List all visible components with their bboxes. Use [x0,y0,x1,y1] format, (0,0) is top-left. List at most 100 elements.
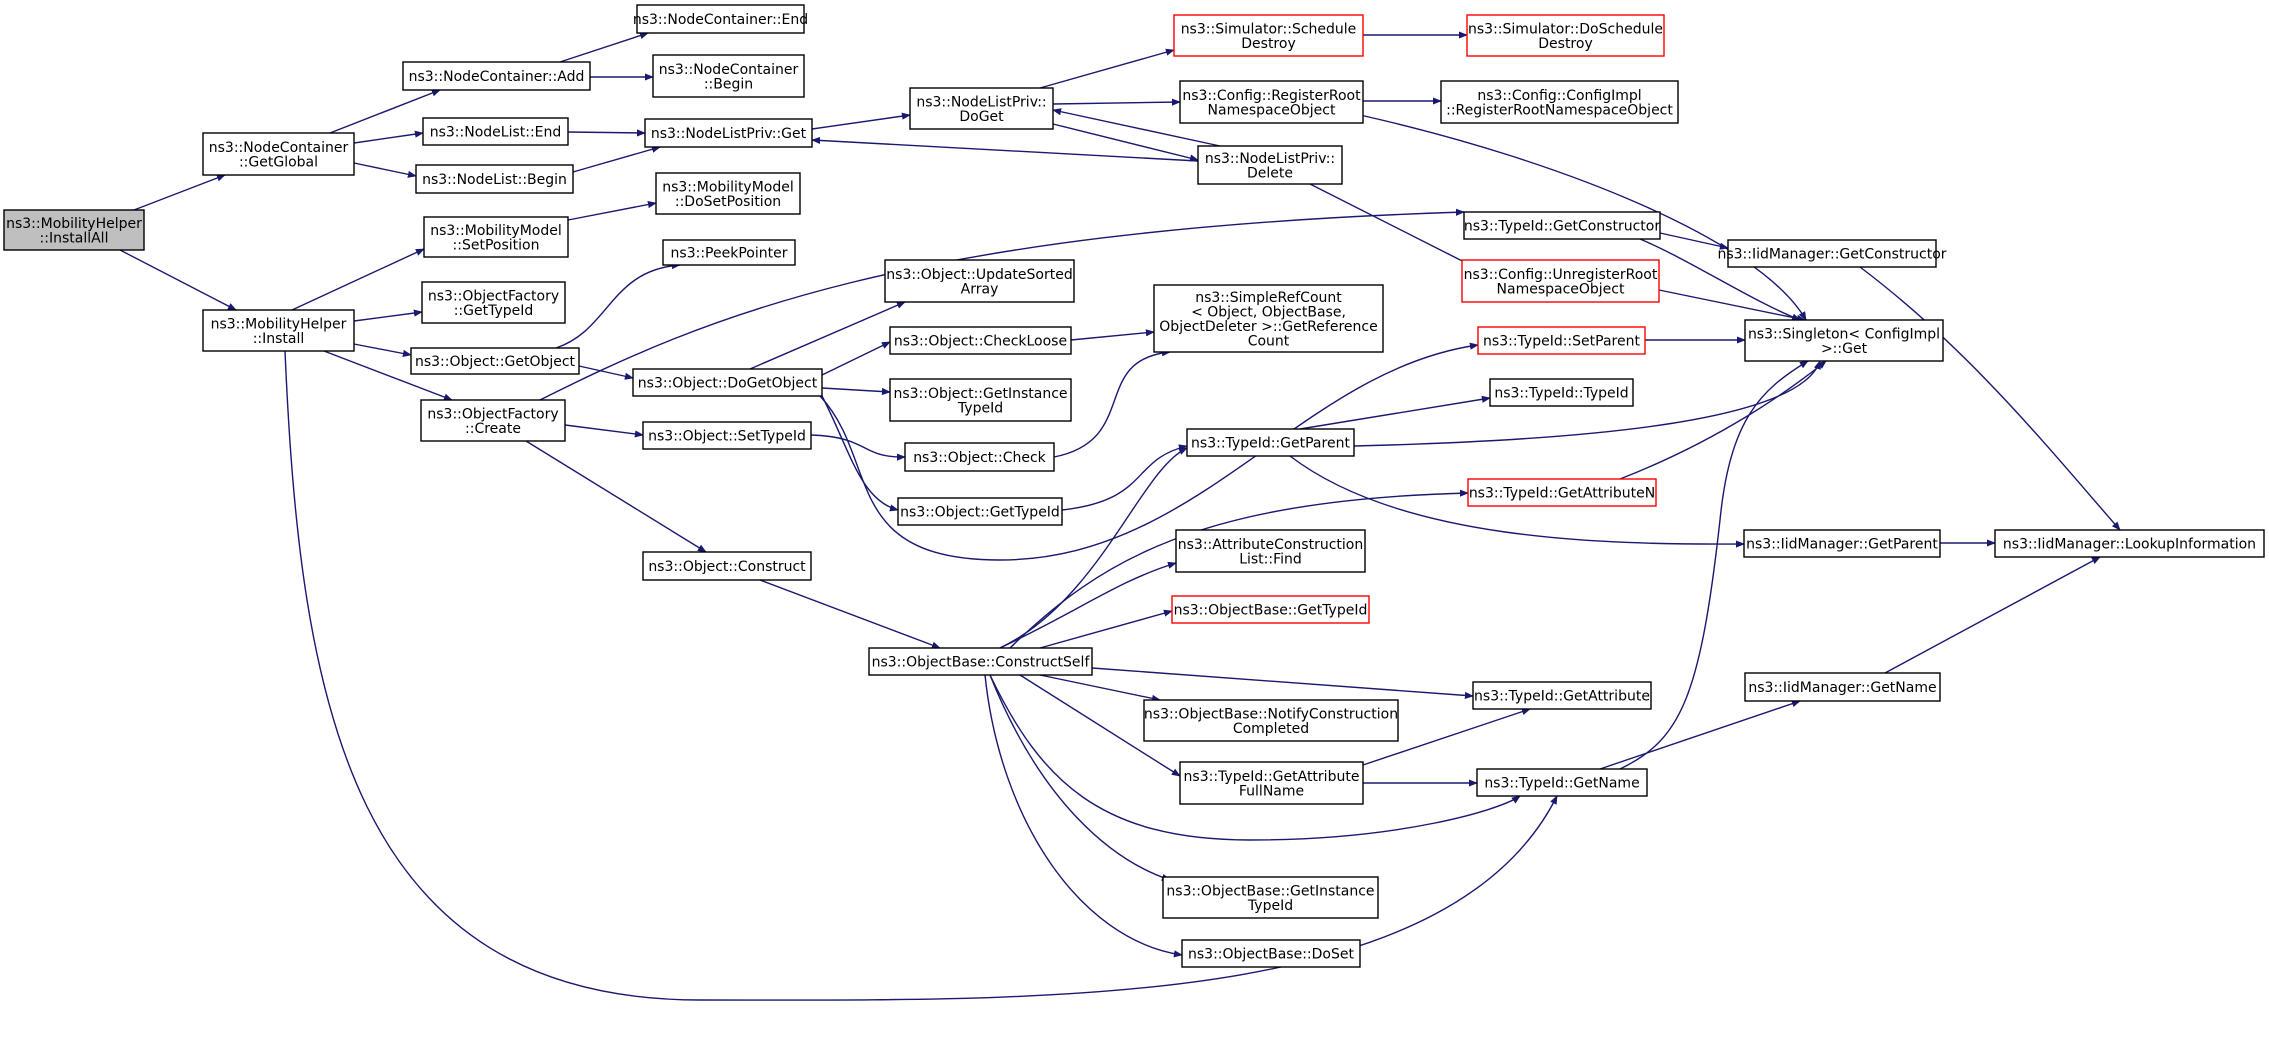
node-ob-constructself[interactable]: ns3::ObjectBase::ConstructSelf [868,647,1093,676]
node-box [1186,428,1355,457]
node-obj-dogetobject[interactable]: ns3::Object::DoGetObject [632,368,823,397]
node-mm-dosetpos[interactable]: ns3::MobilityModel::DoSetPosition [655,172,801,215]
node-label: ::Begin [704,76,753,92]
node-nlp-get[interactable]: ns3::NodeListPriv::Get [644,118,813,148]
node-nc-end[interactable]: ns3::NodeContainer::End [633,4,808,34]
node-nl-end[interactable]: ns3::NodeList::End [422,117,569,146]
node-installall[interactable]: ns3::MobilityHelper::InstallAll [3,209,145,251]
node-tid-getattrn[interactable]: ns3::TypeId::GetAttributeN [1467,478,1657,507]
node-label: ns3::ObjectBase::GetTypeId [1174,603,1368,619]
node-nc-begin[interactable]: ns3::NodeContainer::Begin [652,54,805,98]
node-tid-getname[interactable]: ns3::TypeId::GetName [1476,768,1648,797]
node-nlp-doget[interactable]: ns3::NodeListPriv::DoGet [909,87,1054,130]
node-box [1181,939,1361,968]
node-ob-doset[interactable]: ns3::ObjectBase::DoSet [1181,939,1361,968]
node-label: Count [1248,333,1290,349]
node-of-create[interactable]: ns3::ObjectFactory::Create [420,399,566,442]
node-box [1744,319,1944,362]
node-tid-getctor[interactable]: ns3::TypeId::GetConstructor [1463,211,1661,240]
node-box [1463,211,1661,240]
node-label: ns3::Object::GetTypeId [900,505,1060,521]
node-label: ns3::AttributeConstruction [1178,537,1363,553]
node-label: Completed [1233,721,1309,737]
node-iid-getctor[interactable]: ns3::IidManager::GetConstructor [1717,239,1947,268]
edge-nl_begin-to-nlp_get [572,145,661,173]
node-ob-notify[interactable]: ns3::ObjectBase::NotifyConstructionCompl… [1143,699,1399,742]
node-cfg-unreg[interactable]: ns3::Config::UnregisterRootNamespaceObje… [1461,259,1660,303]
node-box [1171,595,1370,624]
node-label: < Object, ObjectBase, [1191,304,1346,320]
node-label: ns3::ObjectFactory [428,288,559,304]
node-label: ::SetPosition [453,237,540,253]
node-label: ns3::TypeId::GetConstructor [1464,219,1660,235]
node-label: ns3::IidManager::LookupInformation [2003,537,2256,553]
node-iid-getparent[interactable]: ns3::IidManager::GetParent [1743,529,1941,558]
node-iid-lookup[interactable]: ns3::IidManager::LookupInformation [1994,529,2265,558]
node-cfg-regroot[interactable]: ns3::Config::RegisterRootNamespaceObject [1179,80,1364,124]
node-peekpointer[interactable]: ns3::PeekPointer [662,239,796,266]
edge-obj_getobject-to-obj_dogetobject [578,365,634,380]
edge-nlp_delete-to-cfg_unreg [1309,183,1481,271]
node-tid-typeid[interactable]: ns3::TypeId::TypeId [1489,378,1634,407]
node-obj-checkloose[interactable]: ns3::Object::CheckLoose [889,326,1072,355]
node-tid-getparent[interactable]: ns3::TypeId::GetParent [1186,428,1355,457]
node-iid-getname[interactable]: ns3::IidManager::GetName [1744,672,1941,702]
node-box [1143,699,1399,742]
node-obj-settypeid[interactable]: ns3::Object::SetTypeId [642,421,812,450]
edge-tid_getname-to-singleton_get [1619,360,1809,770]
node-box [1466,14,1665,57]
node-obj-check[interactable]: ns3::Object::Check [904,442,1055,472]
edge-obj_check-to-srefcount [1053,349,1171,458]
node-nl-begin[interactable]: ns3::NodeList::Begin [415,164,574,194]
edge-ob_constructself-to-tid_getattr [1091,667,1474,699]
node-label: Destroy [1241,36,1295,52]
node-obj-gettypeid[interactable]: ns3::Object::GetTypeId [897,497,1063,526]
edge-obj_dogetobject-to-obj_gettypeid [821,395,899,512]
node-label: ObjectDeleter >::GetReference [1159,319,1377,335]
edge-obj_checkloose-to-srefcount [1070,329,1155,341]
node-box [1173,14,1364,57]
node-label: ::InstallAll [40,230,109,246]
edge-install-to-tid_getname [284,350,1558,1001]
node-label: ns3::Object::GetObject [415,354,576,370]
node-label: ns3::Object::GetInstance [893,386,1067,402]
node-label: ns3::ObjectBase::GetInstance [1166,883,1374,899]
edge-ob_constructself-to-ob_notify [1039,674,1161,702]
node-label: ns3::IidManager::GetName [1748,680,1936,696]
node-label: List::Find [1239,551,1302,567]
node-nc-add[interactable]: ns3::NodeContainer::Add [402,61,591,91]
edge-tid_getparent-to-iid_getparent [1289,455,1745,548]
node-label: ns3::NodeListPriv:: [916,94,1046,110]
node-ob-gettypeid[interactable]: ns3::ObjectBase::GetTypeId [1171,595,1370,624]
node-box [1727,239,1937,268]
node-singleton-get[interactable]: ns3::Singleton< ConfigImpl>::Get [1744,319,1944,362]
node-tid-setparent[interactable]: ns3::TypeId::SetParent [1477,326,1646,355]
node-cfgimpl-reg[interactable]: ns3::Config::ConfigImpl::RegisterRootNam… [1440,80,1679,124]
node-of-gettypeid[interactable]: ns3::ObjectFactory::GetTypeId [421,281,566,324]
node-label: ns3::NodeContainer::End [633,12,808,28]
node-nlp-delete[interactable]: ns3::NodeListPriv::Delete [1197,145,1343,185]
node-getglobal[interactable]: ns3::NodeContainer::GetGlobal [202,132,355,176]
node-label: DoGet [959,109,1004,125]
node-obj-getobject[interactable]: ns3::Object::GetObject [410,347,580,375]
node-srefcount[interactable]: ns3::SimpleRefCount< Object, ObjectBase,… [1153,284,1384,353]
node-install[interactable]: ns3::MobilityHelper::Install [202,309,355,352]
edge-install-to-obj_getobject [353,343,412,357]
node-mm-setpos[interactable]: ns3::MobilityModel::SetPosition [423,216,569,258]
edge-obj_dogetobject-to-tid_setparent [819,342,1479,561]
edge-ob_constructself-to-acl_find [999,561,1177,649]
node-label: TypeId [1247,898,1293,914]
node-obj-construct[interactable]: ns3::Object::Construct [642,551,812,581]
node-tid-getattr[interactable]: ns3::TypeId::GetAttribute [1472,681,1652,710]
edge-getglobal-to-nl_begin [353,162,417,178]
edge-of_create-to-obj_settypeid [564,424,644,438]
node-label: ns3::SimpleRefCount [1195,290,1342,306]
